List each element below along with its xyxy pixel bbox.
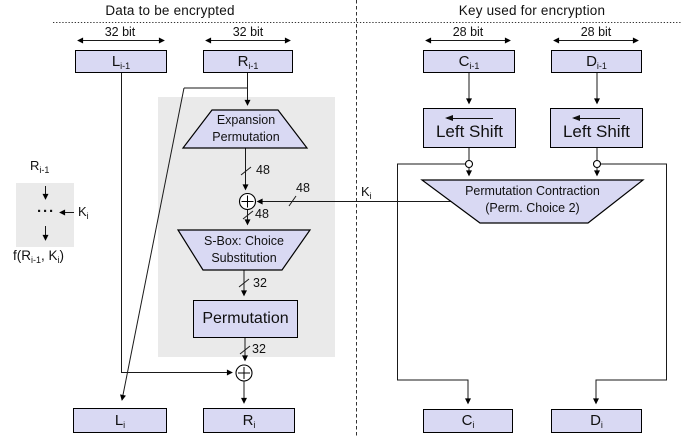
legend-arrows bbox=[42, 186, 74, 241]
sbox-line2: Substitution bbox=[211, 250, 277, 265]
register-d-next: Di bbox=[551, 409, 642, 433]
register-r-next-label: R bbox=[242, 412, 254, 429]
left-shift-d-block: Left Shift bbox=[550, 108, 643, 148]
register-c-prev: Ci-1 bbox=[423, 50, 515, 73]
bus-label-permutation-out: 32 bbox=[252, 342, 266, 356]
permutation-contraction-line2: (Perm. Choice 2) bbox=[485, 201, 580, 215]
register-l-next: Li bbox=[73, 408, 167, 433]
legend-output-label: f(Ri-1, Ki) bbox=[13, 248, 65, 265]
slash-48-expansion bbox=[240, 166, 252, 176]
register-d-next-label: D bbox=[590, 412, 601, 429]
register-c-next: Ci bbox=[423, 409, 513, 433]
bit-width-label-r-prev: 32 bit bbox=[232, 25, 264, 39]
left-shift-c-block: Left Shift bbox=[423, 108, 516, 148]
header-key-section: Key used for encryption bbox=[458, 3, 606, 18]
xor2-plus-icon bbox=[238, 367, 250, 379]
d-loop-to-d-next-line bbox=[593, 163, 667, 405]
register-d-prev: Di-1 bbox=[551, 50, 642, 73]
bit-width-label-c-prev: 28 bit bbox=[452, 25, 484, 39]
legend-key-label: Ki bbox=[78, 204, 89, 221]
bus-label-key-in: 48 bbox=[296, 181, 310, 195]
xor1-plus-icon bbox=[241, 195, 254, 208]
d-branch-node-icon bbox=[592, 159, 602, 169]
slash-32-sbox bbox=[238, 278, 250, 288]
bus-label-sbox-out: 32 bbox=[253, 276, 267, 290]
register-c-prev-label: C bbox=[458, 53, 470, 70]
register-r-prev-label: R bbox=[237, 53, 249, 70]
expansion-line2: Permutation bbox=[212, 130, 280, 144]
shift-left-arrow-icon bbox=[445, 114, 493, 121]
header-data-section: Data to be encrypted bbox=[105, 3, 235, 18]
register-l-prev-label: L bbox=[111, 53, 121, 70]
register-c-next-label: C bbox=[461, 412, 473, 429]
left-shift-c-label: Left Shift bbox=[435, 122, 504, 141]
sbox-shape bbox=[176, 229, 312, 271]
legend-input-label: Ri-1 bbox=[30, 158, 50, 175]
slash-48-xor1 bbox=[242, 210, 254, 220]
key-signal-label: Ki bbox=[361, 184, 372, 201]
bus-label-xor1-out: 48 bbox=[255, 207, 269, 221]
permutation-block: Permutation bbox=[193, 300, 298, 338]
register-l-next-label: L bbox=[114, 412, 124, 429]
slash-48-key bbox=[288, 195, 297, 207]
l-prev-to-xor2-line bbox=[121, 73, 233, 376]
legend-dots: ··· bbox=[37, 203, 55, 220]
slash-32-permutation bbox=[239, 345, 251, 355]
register-r-prev: Ri-1 bbox=[203, 50, 293, 73]
expansion-line1: Expansion bbox=[216, 113, 276, 127]
expansion-permutation-block: Expansion Permutation bbox=[186, 112, 306, 146]
register-l-prev: Li-1 bbox=[75, 50, 167, 73]
bit-width-label-l-prev: 32 bit bbox=[104, 25, 136, 39]
register-r-next: Ri bbox=[203, 408, 295, 433]
sbox-line1: S-Box: Choice bbox=[204, 234, 284, 248]
left-shift-d-label: Left Shift bbox=[562, 122, 631, 141]
register-d-prev-label: D bbox=[586, 53, 597, 70]
shift-left-arrow-icon bbox=[572, 114, 620, 121]
sbox-block: S-Box: Choice Substitution bbox=[183, 233, 305, 266]
c-branch-node-icon bbox=[464, 159, 474, 169]
c-loop-to-c-next-line bbox=[397, 163, 471, 405]
permutation-contraction-line1: Permutation Contraction bbox=[465, 184, 600, 198]
bus-slash-ticks bbox=[238, 166, 297, 355]
r-prev-to-l-next-diagonal bbox=[120, 87, 185, 401]
bit-width-label-d-prev: 28 bit bbox=[580, 25, 612, 39]
key-flow-lines bbox=[397, 73, 667, 405]
permutation-contraction-block: Permutation Contraction (Perm. Choice 2) bbox=[432, 183, 633, 217]
permutation-contraction-shape bbox=[420, 179, 645, 224]
bus-label-expansion-out: 48 bbox=[256, 163, 270, 177]
expansion-permutation-shape bbox=[181, 109, 309, 149]
permutation-label: Permutation bbox=[202, 310, 289, 327]
